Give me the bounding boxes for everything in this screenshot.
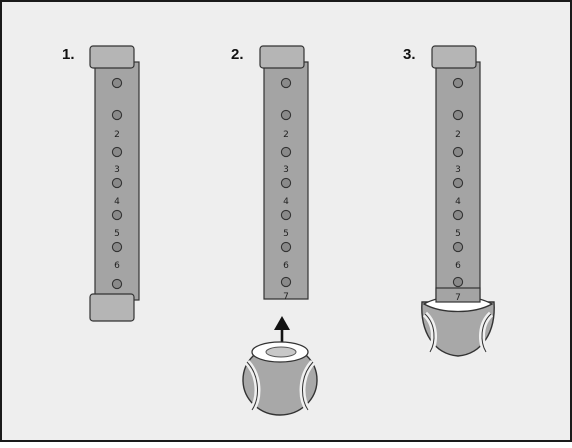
walker-leg-diagram: 2 3 4 5 6 2 3 4 [89,45,495,416]
step-3-label: 3. [403,46,416,63]
hole-number: 2 [114,130,120,140]
hole-number: 5 [283,229,289,239]
holes [111,77,123,290]
rubber-tip-icon [89,293,135,322]
step-1-label: 1. [62,46,75,63]
hole-number: 2 [283,130,289,140]
tennis-ball-icon [242,341,318,416]
hole-number: 5 [455,229,461,239]
step-2-leg: 2 3 4 5 6 7 [259,45,309,302]
hole-number: 2 [455,130,461,140]
holes [452,77,464,288]
top-cap [259,45,305,69]
top-cap [89,45,135,69]
hole-number: 5 [114,229,120,239]
hole-number: 6 [114,261,120,271]
hole-number: 7 [455,293,461,303]
hole-number: 3 [114,165,120,175]
holes [280,77,292,288]
hole-number: 7 [283,292,289,302]
hole-number: 6 [283,261,289,271]
top-cap [431,45,477,69]
hole-number: 3 [283,165,289,175]
hole-number: 3 [455,165,461,175]
hole-number: 4 [114,197,120,207]
hole-numbers: 2 3 4 5 6 [114,130,120,271]
hole-number: 4 [283,197,289,207]
step-3-leg: 2 3 4 5 6 7 7 [421,45,495,357]
tennis-ball-icon: 7 [421,287,495,357]
hole-number: 6 [455,261,461,271]
step-2-label: 2. [231,46,244,63]
step-1-leg: 2 3 4 5 6 [89,45,140,322]
hole-number: 4 [455,197,461,207]
hole-numbers: 2 3 4 5 6 7 [283,130,289,302]
